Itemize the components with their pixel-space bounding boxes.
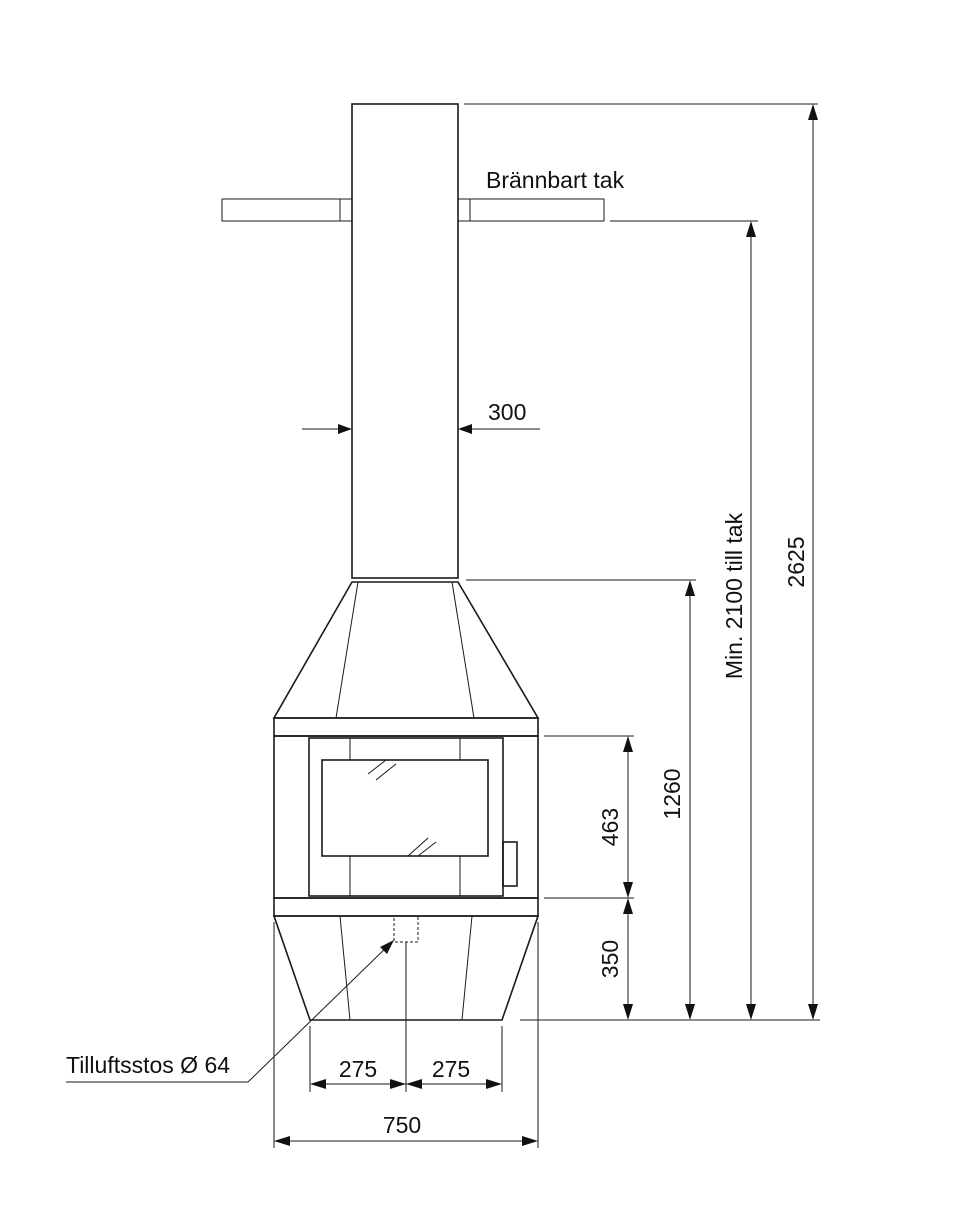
air-inlet-leader	[66, 940, 394, 1083]
dim-275-left-label: 275	[339, 1056, 377, 1082]
firebox	[273, 735, 539, 899]
hood	[272, 581, 540, 737]
dim-1260-label: 1260	[659, 768, 685, 819]
door-handle	[502, 841, 518, 887]
dim-463-label: 463	[597, 808, 623, 846]
dim-2625	[808, 104, 818, 1020]
dim-350	[623, 898, 633, 1020]
air-inlet-label: Tilluftsstos Ø 64	[66, 1052, 230, 1078]
dim-463	[623, 736, 633, 898]
chimney	[351, 103, 459, 579]
dim-2100	[746, 221, 756, 1020]
dim-300	[302, 424, 540, 434]
dim-275-right-label: 275	[432, 1056, 470, 1082]
dim-2100-label: Min. 2100 till tak	[721, 512, 747, 679]
dim-750	[274, 1136, 538, 1146]
dim-1260	[685, 580, 695, 1020]
ceiling	[221, 198, 605, 222]
ceiling-label: Brännbart tak	[486, 167, 625, 193]
dim-275-pair	[310, 1079, 502, 1089]
dim-2625-label: 2625	[783, 536, 809, 587]
dim-300-label: 300	[488, 399, 526, 425]
dim-350-label: 350	[597, 940, 623, 978]
dim-750-label: 750	[383, 1112, 421, 1138]
extension-lines	[273, 103, 820, 1148]
